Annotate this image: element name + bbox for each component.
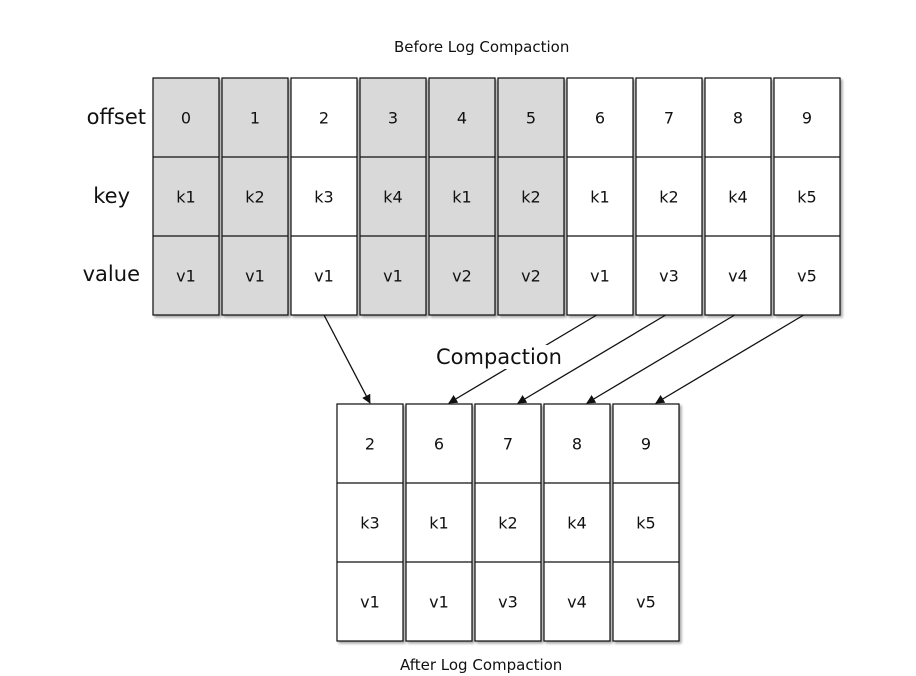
after-offset-cell: 6 bbox=[434, 435, 444, 454]
compaction-label: Compaction bbox=[434, 345, 564, 369]
before-key-cell: k2 bbox=[245, 188, 264, 207]
before-value-cell: v3 bbox=[659, 267, 679, 286]
before-column-6: 6 k1 v1 bbox=[566, 77, 634, 316]
before-offset-cell: 4 bbox=[457, 109, 467, 128]
before-column-box bbox=[635, 77, 703, 316]
before-column-box bbox=[428, 77, 496, 316]
before-column-box bbox=[221, 77, 289, 316]
before-offset-cell: 7 bbox=[664, 109, 674, 128]
after-offset-cell: 8 bbox=[572, 435, 582, 454]
after-key-cell: k1 bbox=[429, 514, 448, 533]
after-value-cell: v1 bbox=[429, 593, 449, 612]
before-offset-cell: 3 bbox=[388, 109, 398, 128]
before-key-cell: k2 bbox=[659, 188, 678, 207]
before-offset-cell: 5 bbox=[526, 109, 536, 128]
before-offset-cell: 1 bbox=[250, 109, 260, 128]
after-key-cell: k2 bbox=[498, 514, 517, 533]
before-column-box bbox=[773, 77, 841, 316]
before-column-9: 9 k5 v5 bbox=[773, 77, 841, 316]
row-label-key: key bbox=[93, 184, 130, 208]
before-column-1: 1 k2 v1 bbox=[221, 77, 289, 316]
row-label-offset: offset bbox=[86, 105, 146, 129]
before-value-cell: v1 bbox=[245, 267, 265, 286]
before-offset-cell: 6 bbox=[595, 109, 605, 128]
before-key-cell: k4 bbox=[383, 188, 402, 207]
before-value-cell: v5 bbox=[797, 267, 817, 286]
before-column-4: 4 k1 v2 bbox=[428, 77, 496, 316]
before-column-2: 2 k3 v1 bbox=[290, 77, 358, 316]
before-offset-cell: 9 bbox=[802, 109, 812, 128]
before-column-box bbox=[290, 77, 358, 316]
after-column-box bbox=[336, 403, 404, 642]
before-offset-cell: 0 bbox=[181, 109, 191, 128]
after-column-box bbox=[543, 403, 611, 642]
before-key-cell: k1 bbox=[176, 188, 195, 207]
before-key-cell: k1 bbox=[590, 188, 609, 207]
after-column-4: 9 k5 v5 bbox=[612, 403, 680, 642]
before-value-cell: v4 bbox=[728, 267, 748, 286]
before-column-0: 0 k1 v1 bbox=[152, 77, 220, 316]
before-column-box bbox=[566, 77, 634, 316]
before-key-cell: k5 bbox=[797, 188, 816, 207]
after-column-1: 6 k1 v1 bbox=[405, 403, 473, 642]
after-column-box bbox=[612, 403, 680, 642]
after-offset-cell: 2 bbox=[365, 435, 375, 454]
before-title: Before Log Compaction bbox=[394, 38, 570, 56]
compaction-arrow bbox=[586, 314, 736, 404]
before-column-box bbox=[152, 77, 220, 316]
before-key-cell: k1 bbox=[452, 188, 471, 207]
after-value-cell: v4 bbox=[567, 593, 587, 612]
before-column-box bbox=[497, 77, 565, 316]
after-value-cell: v3 bbox=[498, 593, 518, 612]
compaction-arrow bbox=[323, 314, 371, 404]
before-value-cell: v1 bbox=[314, 267, 334, 286]
after-key-cell: k5 bbox=[636, 514, 655, 533]
before-value-cell: v1 bbox=[383, 267, 403, 286]
before-column-5: 5 k2 v2 bbox=[497, 77, 565, 316]
after-offset-cell: 9 bbox=[641, 435, 651, 454]
before-value-cell: v2 bbox=[452, 267, 472, 286]
compaction-arrow bbox=[655, 314, 805, 404]
before-key-cell: k3 bbox=[314, 188, 333, 207]
after-column-box bbox=[405, 403, 473, 642]
after-value-cell: v1 bbox=[360, 593, 380, 612]
row-label-value: value bbox=[82, 262, 140, 286]
before-key-cell: k2 bbox=[521, 188, 540, 207]
compaction-arrow bbox=[517, 314, 667, 404]
before-value-cell: v1 bbox=[176, 267, 196, 286]
before-offset-cell: 2 bbox=[319, 109, 329, 128]
before-key-cell: k4 bbox=[728, 188, 747, 207]
before-value-cell: v1 bbox=[590, 267, 610, 286]
before-value-cell: v2 bbox=[521, 267, 541, 286]
before-column-box bbox=[359, 77, 427, 316]
before-offset-cell: 8 bbox=[733, 109, 743, 128]
before-column-8: 8 k4 v4 bbox=[704, 77, 772, 316]
after-column-2: 7 k2 v3 bbox=[474, 403, 542, 642]
after-column-box bbox=[474, 403, 542, 642]
after-key-cell: k3 bbox=[360, 514, 379, 533]
after-title: After Log Compaction bbox=[400, 656, 563, 674]
after-key-cell: k4 bbox=[567, 514, 586, 533]
before-column-box bbox=[704, 77, 772, 316]
before-column-3: 3 k4 v1 bbox=[359, 77, 427, 316]
after-offset-cell: 7 bbox=[503, 435, 513, 454]
before-column-7: 7 k2 v3 bbox=[635, 77, 703, 316]
after-column-3: 8 k4 v4 bbox=[543, 403, 611, 642]
after-value-cell: v5 bbox=[636, 593, 656, 612]
after-column-0: 2 k3 v1 bbox=[336, 403, 404, 642]
